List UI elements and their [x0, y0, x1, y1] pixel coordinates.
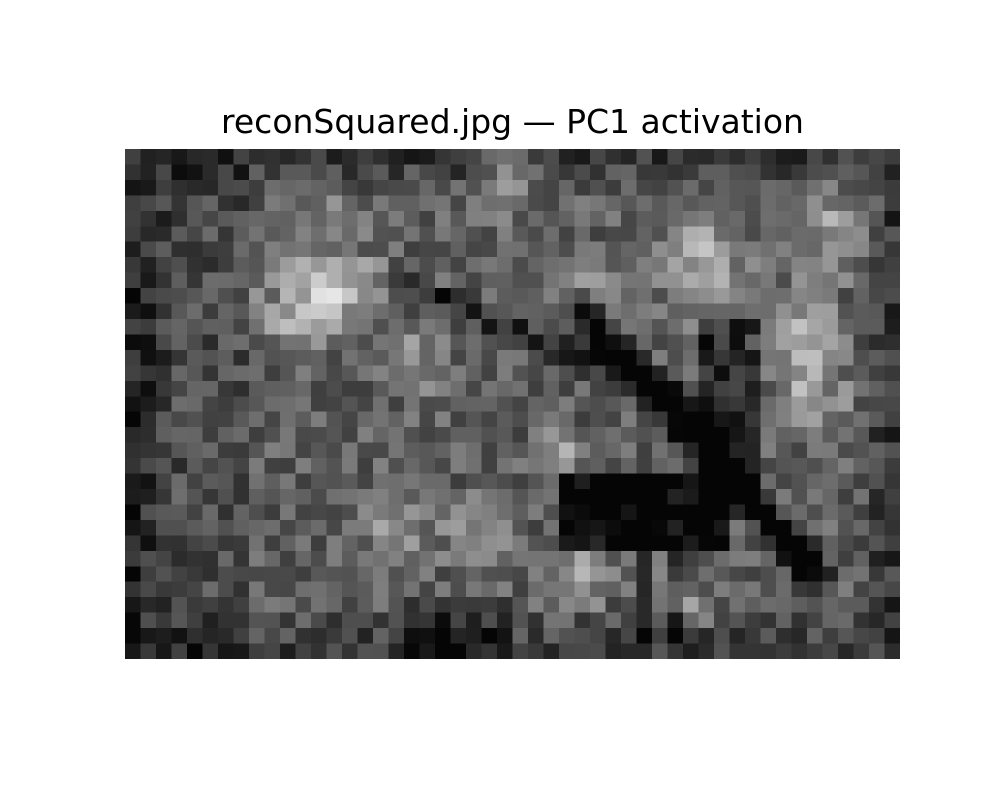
figure-title: reconSquared.jpg — PC1 activation [221, 102, 804, 141]
activation-map-image [125, 149, 900, 659]
activation-map [125, 149, 900, 659]
